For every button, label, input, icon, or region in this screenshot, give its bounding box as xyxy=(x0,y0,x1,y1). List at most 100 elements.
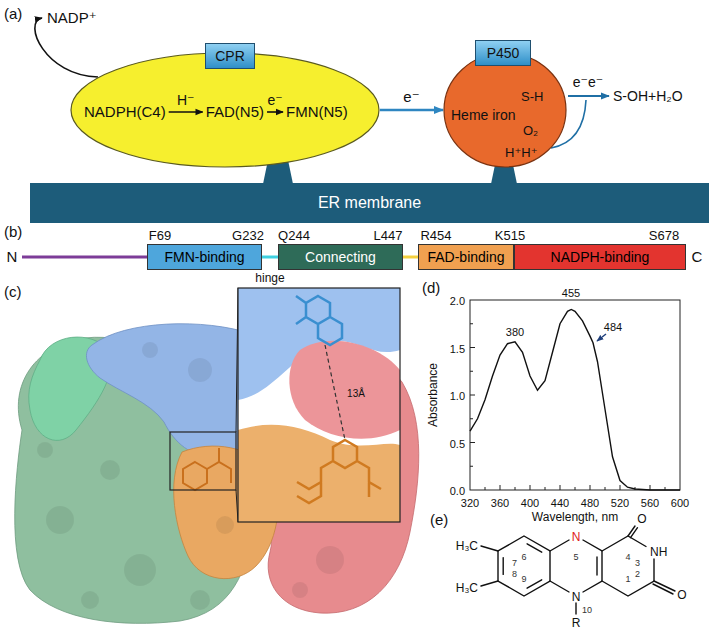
spectrum-curve xyxy=(470,310,680,491)
chemical-bond xyxy=(503,544,597,588)
tick-label: 2.0 xyxy=(450,295,465,307)
protein-surface xyxy=(15,324,419,624)
node-text: NADPH-binding xyxy=(551,249,650,265)
ring-number: 4 xyxy=(625,552,630,562)
protein-surface xyxy=(100,460,120,480)
text-slot: S-H xyxy=(521,87,543,105)
text-slot: NADPH(C4) xyxy=(84,103,166,121)
axis-title: Wavelength, nm xyxy=(532,510,618,524)
tick-label: 560 xyxy=(641,497,659,509)
ring-number: 3 xyxy=(635,558,640,568)
chemical-bond xyxy=(481,546,498,586)
atom-label: N xyxy=(572,590,581,604)
release-arrow xyxy=(35,18,98,77)
residue-label: G232 xyxy=(232,226,264,244)
edge-label: hinge xyxy=(255,271,284,285)
node-text: O₂ xyxy=(523,123,538,138)
terminus-label: C xyxy=(692,248,703,265)
ring-number: 3 xyxy=(635,552,640,570)
n-terminal-tail xyxy=(22,256,147,259)
peak-label: 455 xyxy=(562,287,580,299)
node-text: FMN(N5) xyxy=(286,103,348,120)
panel-letter: (c) xyxy=(4,283,22,301)
text-slot: NADPH-binding xyxy=(551,248,650,266)
protein-surface xyxy=(37,442,53,458)
zoom-inset xyxy=(238,288,400,522)
residue-label: S678 xyxy=(649,228,679,243)
atom-label: O xyxy=(637,512,646,526)
tick-label: 0.5 xyxy=(450,438,465,450)
atom-label: N xyxy=(572,527,581,545)
spectrum-axes xyxy=(470,300,680,490)
protein-surface xyxy=(183,448,231,490)
residue-label: G232 xyxy=(232,228,264,243)
chemical-bond xyxy=(653,581,675,594)
ring-number: 7 xyxy=(512,558,517,568)
tick-label: 1.0 xyxy=(450,386,465,404)
node-text: NADPH(C4) xyxy=(84,103,166,120)
residue-label: L447 xyxy=(374,226,403,244)
tick-label: 400 xyxy=(521,493,539,511)
zoom-inset xyxy=(238,288,400,522)
terminus-label: N xyxy=(7,248,18,265)
tick-label: 480 xyxy=(581,497,599,509)
text-slot: FAD(N5) xyxy=(206,103,264,121)
transfer-arrow xyxy=(267,111,283,113)
text-slot: H⁺H⁺ xyxy=(505,143,538,161)
ring-number: 8 xyxy=(512,569,517,579)
protein-surface xyxy=(81,591,99,609)
ring-number: 6 xyxy=(521,552,526,562)
residue-label: K515 xyxy=(495,228,525,243)
connector xyxy=(380,109,443,112)
tick-label: 520 xyxy=(611,493,629,511)
atom-label: N xyxy=(572,587,581,605)
axis-title: Wavelength, nm xyxy=(532,507,618,525)
terminus-label: C xyxy=(692,248,703,266)
tick-label: 2.0 xyxy=(450,291,465,309)
ring-number: 8 xyxy=(512,563,517,581)
chemical-bond xyxy=(481,526,675,614)
atom-label: R xyxy=(572,616,581,630)
axis-title: Absorbance xyxy=(426,363,440,427)
node-text: FAD-binding xyxy=(427,249,504,265)
domain-box: FAD-binding xyxy=(418,244,514,270)
domain-box: Connecting xyxy=(278,244,403,270)
residue-label: L447 xyxy=(374,228,403,243)
residue-label: S678 xyxy=(649,226,679,244)
tick-label: 1.0 xyxy=(450,390,465,402)
tick-label: 600 xyxy=(671,497,689,509)
electron-label: e⁻e⁻ xyxy=(573,74,603,90)
electron-label: e⁻ xyxy=(267,91,282,109)
tick-label: 1.5 xyxy=(450,339,465,357)
residue-label: F69 xyxy=(149,228,171,243)
domain-box: NADPH-binding xyxy=(514,244,686,270)
protein-surface xyxy=(316,546,344,574)
node-text: ER membrane xyxy=(318,194,421,211)
protein-surface xyxy=(190,590,210,610)
electron-label: H⁻ xyxy=(177,92,195,108)
chemical-bond xyxy=(628,526,638,538)
panel-letter: (e) xyxy=(430,511,448,529)
protein-surface xyxy=(46,506,74,534)
tick-label: 360 xyxy=(491,497,509,509)
electron-label: e⁻e⁻ xyxy=(573,73,603,91)
residue-label: R454 xyxy=(420,228,451,243)
atom-label: NH xyxy=(650,542,667,560)
membrane-anchor xyxy=(263,160,517,184)
text-slot: FMN(N5) xyxy=(286,103,348,121)
protein-surface xyxy=(188,358,212,382)
node-text: H⁺H⁺ xyxy=(505,145,538,160)
ring-number: 7 xyxy=(512,552,517,570)
ring-number: 5 xyxy=(573,546,578,564)
ring-number: 2 xyxy=(635,569,640,579)
product-label: S-OH+H₂O xyxy=(613,88,683,104)
connector xyxy=(403,256,418,259)
atom-label: NH xyxy=(650,545,667,559)
zoom-inset xyxy=(238,288,400,522)
panel-letter: (d) xyxy=(422,279,440,296)
text-slot: FAD-binding xyxy=(427,248,504,266)
edge-label: e⁻ xyxy=(403,88,419,105)
residue-label: Q244 xyxy=(278,228,310,243)
text-slot: P450 xyxy=(487,44,520,62)
